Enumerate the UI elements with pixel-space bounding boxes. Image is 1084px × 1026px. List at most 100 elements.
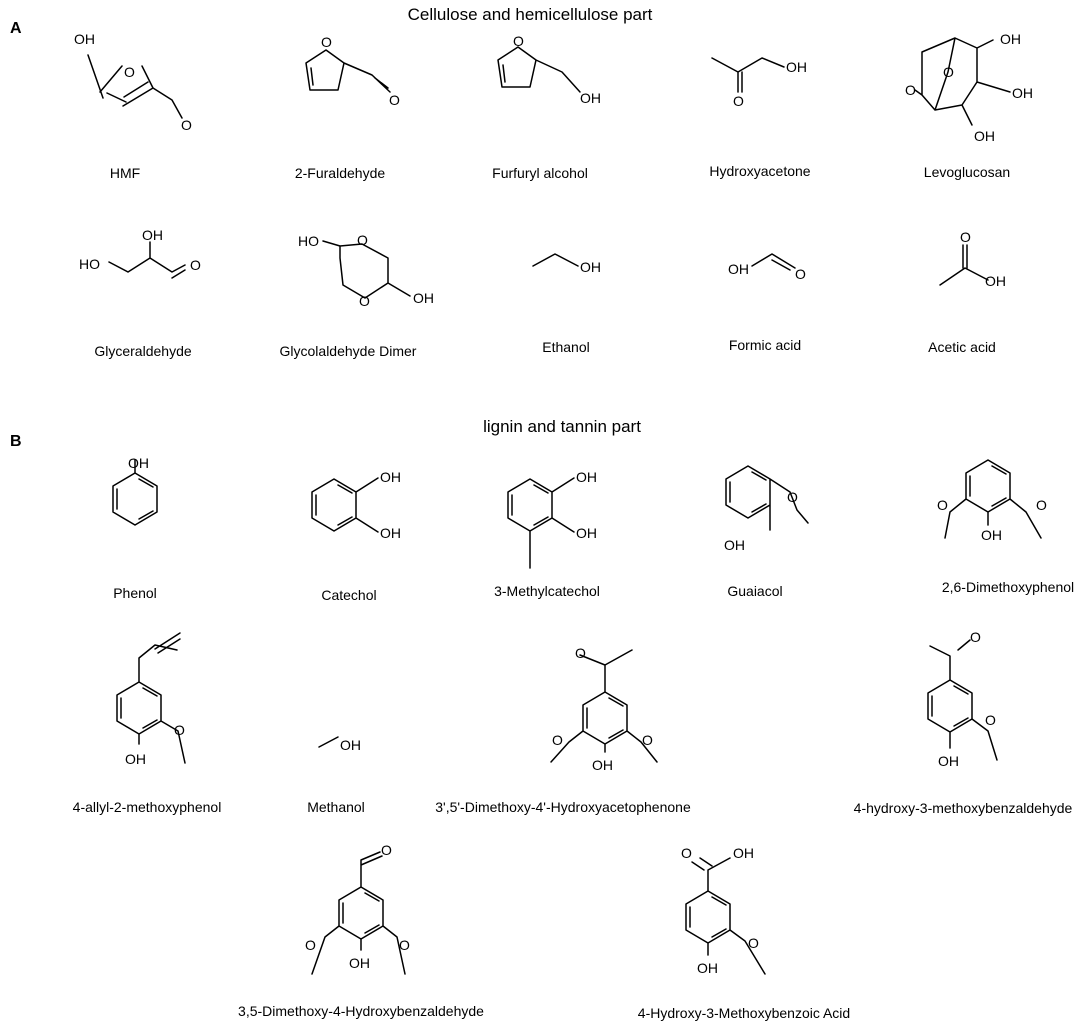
panel-a-letter: A — [10, 20, 22, 37]
atom-label: OH — [592, 757, 613, 773]
compound-name-furfuryl-alcohol: Furfuryl alcohol — [492, 165, 588, 181]
atom-label: O — [305, 937, 316, 953]
glyceraldehyde-structure: HO OH O — [79, 227, 201, 279]
formic-acid-structure: OH O — [728, 253, 806, 282]
atom-label: OH — [981, 527, 1002, 543]
compound-name-phenol: Phenol — [113, 585, 157, 601]
furfuryl-alcohol-structure: O OH — [497, 33, 601, 106]
atom-label: OH — [413, 290, 434, 306]
syringaldehyde-structure: O O O OH — [305, 842, 410, 975]
atom-label: O — [174, 722, 185, 738]
phenol-structure: OH — [112, 455, 158, 526]
dimethoxyphenol-structure: O O OH — [937, 459, 1047, 543]
atom-label: OH — [1012, 85, 1033, 101]
atom-label: OH — [142, 227, 163, 243]
compound-name-ethanol: Ethanol — [542, 339, 589, 355]
methanol-structure: OH — [318, 736, 361, 753]
atom-label: O — [795, 266, 806, 282]
compound-name-methylcatechol: 3-Methylcatechol — [494, 583, 600, 599]
atom-label: O — [905, 82, 916, 98]
acetosyringone-structure: O O O OH — [550, 645, 658, 773]
catechol-structure: OH OH — [311, 469, 401, 541]
atom-label: O — [1036, 497, 1047, 513]
atom-label: O — [748, 935, 759, 951]
atom-label: OH — [74, 31, 95, 47]
hmf-structure: OH O O — [74, 31, 192, 133]
atom-label: OH — [576, 525, 597, 541]
acetic-acid-structure: O OH — [939, 229, 1006, 289]
atom-label: O — [181, 117, 192, 133]
atom-label: O — [359, 293, 370, 309]
atom-label: OH — [340, 737, 361, 753]
atom-label: OH — [697, 960, 718, 976]
atom-label: O — [681, 845, 692, 861]
levoglucosan-structure: O O OH OH OH — [905, 31, 1033, 144]
ethanol-structure: OH — [532, 253, 601, 275]
atom-label: O — [787, 489, 798, 505]
atom-label: OH — [576, 469, 597, 485]
atom-label: OH — [728, 261, 749, 277]
atom-label: OH — [125, 751, 146, 767]
methylcatechol-structure: OH OH — [507, 469, 597, 569]
atom-label: OH — [1000, 31, 1021, 47]
atom-label: OH — [985, 273, 1006, 289]
atom-label: O — [733, 93, 744, 109]
atom-label: OH — [938, 753, 959, 769]
atom-label: OH — [580, 90, 601, 106]
compound-name-methanol: Methanol — [307, 799, 365, 815]
atom-label: OH — [974, 128, 995, 144]
panel-b-letter: B — [10, 433, 22, 450]
hydroxyacetone-structure: O OH — [711, 57, 807, 109]
panel-a-title: Cellulose and hemicellulose part — [408, 5, 653, 24]
guaiacol-structure: O OH — [724, 465, 809, 553]
atom-label: O — [321, 34, 332, 50]
compound-name-hmf: HMF — [110, 165, 140, 181]
atom-label: O — [552, 732, 563, 748]
compound-name-dimethoxyphenol: 2,6-Dimethoxyphenol — [942, 579, 1074, 595]
atom-label: OH — [380, 525, 401, 541]
atom-label: OH — [724, 537, 745, 553]
compound-name-vanillin: 4-hydroxy-3-methoxybenzaldehyde — [854, 800, 1073, 816]
atom-label: O — [513, 33, 524, 49]
compound-name-levoglucosan: Levoglucosan — [924, 164, 1010, 180]
compound-name-hydroxyacetone: Hydroxyacetone — [709, 163, 810, 179]
atom-label: O — [970, 629, 981, 645]
compound-name-guaiacol: Guaiacol — [727, 583, 782, 599]
atom-label: OH — [733, 845, 754, 861]
compound-name-glyceraldehyde: Glyceraldehyde — [94, 343, 191, 359]
vanillic-acid-structure: O OH O OH — [681, 845, 766, 976]
atom-label: HO — [298, 233, 319, 249]
atom-label: O — [960, 229, 971, 245]
furaldehyde-structure: O O — [305, 34, 400, 108]
atom-label: O — [190, 257, 201, 273]
compound-name-formic-acid: Formic acid — [729, 337, 801, 353]
vanillin-structure: O O OH — [927, 629, 998, 769]
compound-name-acetic-acid: Acetic acid — [928, 339, 996, 355]
allyl-methoxyphenol-structure: O OH — [116, 632, 186, 767]
atom-label: OH — [380, 469, 401, 485]
atom-label: O — [389, 92, 400, 108]
compound-name-catechol: Catechol — [321, 587, 376, 603]
atom-label: O — [575, 645, 586, 661]
compound-name-glycolaldehyde-dimer: Glycolaldehyde Dimer — [280, 343, 417, 359]
atom-label: O — [124, 64, 135, 80]
panel-b-title: lignin and tannin part — [483, 417, 641, 436]
atom-label: O — [937, 497, 948, 513]
compound-name-syringaldehyde: 3,5-Dimethoxy-4-Hydroxybenzaldehyde — [238, 1003, 484, 1019]
atom-label: OH — [786, 59, 807, 75]
compound-name-furaldehyde: 2-Furaldehyde — [295, 165, 385, 181]
atom-label: O — [381, 842, 392, 858]
atom-label: O — [985, 712, 996, 728]
compound-name-vanillic-acid: 4-Hydroxy-3-Methoxybenzoic Acid — [638, 1005, 850, 1021]
atom-label: O — [642, 732, 653, 748]
atom-label: O — [357, 232, 368, 248]
atom-label: OH — [128, 455, 149, 471]
atom-label: O — [399, 937, 410, 953]
atom-label: OH — [580, 259, 601, 275]
atom-label: HO — [79, 256, 100, 272]
atom-label: O — [943, 64, 954, 80]
atom-label: OH — [349, 955, 370, 971]
compound-name-acetosyringone: 3',5'-Dimethoxy-4'-Hydroxyacetophenone — [435, 799, 691, 815]
glycolaldehyde-dimer-structure: HO O O OH — [298, 232, 434, 309]
